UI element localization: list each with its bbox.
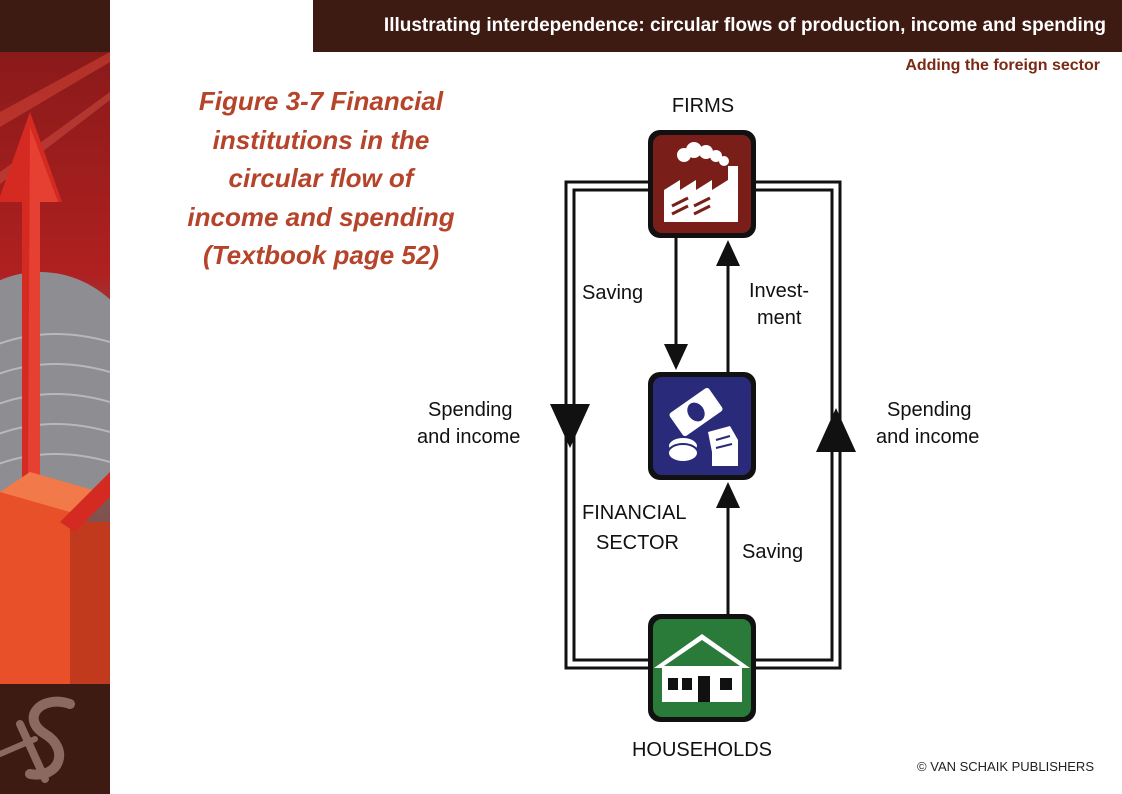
- top-band: [110, 0, 310, 52]
- saving-firms-label: Saving: [582, 282, 643, 304]
- spending-right-label-line: and income: [876, 426, 979, 448]
- firms-box: [648, 130, 756, 238]
- financial-sector-label-line: FINANCIAL: [582, 502, 686, 524]
- decorative-sidebar: [0, 0, 110, 794]
- investment-label-line: Invest-: [749, 280, 809, 302]
- circular-flow-diagram: FIRMS HOUSEHOLDS Saving Invest- ment FIN…: [417, 95, 979, 761]
- investment-label-line: ment: [757, 307, 802, 329]
- figure-caption-line: (Textbook page 52): [203, 240, 439, 270]
- factory-icon: [664, 142, 738, 222]
- money-hand-icon: [667, 387, 738, 466]
- arrow-down-left-icon: [550, 404, 590, 448]
- figure-caption-line: circular flow of: [228, 163, 414, 193]
- saving-firms-arrow: [664, 238, 688, 370]
- copyright-notice: © VAN SCHAIK PUBLISHERS: [917, 759, 1094, 774]
- spending-left-label-line: and income: [417, 426, 520, 448]
- figure-caption: Figure 3-7 Financial institutions in the…: [168, 82, 474, 275]
- arrow-up-right-icon: [816, 408, 856, 452]
- header-bar: Illustrating interdependence: circular f…: [313, 0, 1122, 52]
- figure-caption-line: income and spending: [187, 201, 455, 232]
- saving-households-label: Saving: [742, 541, 803, 563]
- figure-caption-line: institutions in the: [212, 124, 430, 155]
- saving-households-arrow: [716, 482, 740, 614]
- spending-left-label-line: Spending: [428, 399, 513, 421]
- financial-sector-label-line: SECTOR: [596, 532, 679, 554]
- slide-subtitle: Adding the foreign sector: [905, 57, 1100, 74]
- firms-label: FIRMS: [672, 95, 734, 117]
- decorative-arrow-graphic: [0, 52, 110, 684]
- households-box: [648, 614, 756, 722]
- figure-caption-line: Figure 3-7 Financial: [198, 86, 444, 116]
- house-icon: [654, 634, 750, 702]
- spending-right-label-line: Spending: [887, 399, 972, 421]
- slide-title: Illustrating interdependence: circular f…: [383, 15, 1106, 36]
- investment-arrow: [716, 240, 740, 372]
- households-label: HOUSEHOLDS: [632, 739, 772, 761]
- publisher-logo-icon: [0, 696, 75, 783]
- financial-sector-box: [648, 372, 756, 480]
